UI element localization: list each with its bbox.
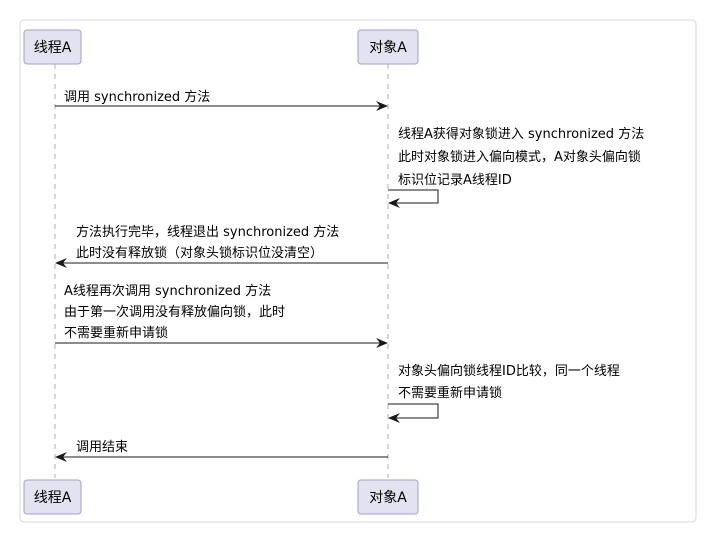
message-4-line-1: A线程再次调用 synchronized 方法 (64, 283, 271, 299)
message-2-line-3: 标识位记录A线程ID (398, 173, 512, 188)
message-3-line-1: 方法执行完毕，线程退出 synchronized 方法 (76, 224, 339, 240)
message-3-line-2: 此时没有释放锁（对象头锁标识位没清空） (76, 245, 323, 261)
participant-object-bottom: 对象A (357, 479, 419, 515)
message-5-line-2: 不需要重新申请锁 (398, 385, 502, 401)
message-call-sync-method: 调用 synchronized 方法 (55, 89, 388, 111)
message-2-line-2: 此时对象锁进入偏向模式，A对象头偏向锁 (398, 149, 641, 165)
message-5-line-1: 对象头偏向锁线程ID比较，同一个线程 (398, 363, 620, 379)
arrow-head (376, 338, 388, 348)
message-2-line-1: 线程A获得对象锁进入 synchronized 方法 (398, 126, 644, 142)
message-6-line-1: 调用结束 (76, 440, 128, 455)
message-1-line-1: 调用 synchronized 方法 (64, 89, 210, 105)
message-acquire-biased-lock: 线程A获得对象锁进入 synchronized 方法 此时对象锁进入偏向模式，A… (388, 126, 644, 208)
participant-thread-bottom-label: 线程A (34, 490, 72, 506)
arrow-head (55, 452, 67, 462)
participant-thread-top: 线程A (23, 29, 82, 65)
message-4-line-3: 不需要重新申请锁 (64, 325, 168, 341)
participant-thread-top-label: 线程A (34, 40, 72, 56)
message-4-line-2: 由于第一次调用没有释放偏向锁，此时 (64, 304, 285, 320)
message-call-again: A线程再次调用 synchronized 方法 由于第一次调用没有释放偏向锁，此… (55, 283, 388, 348)
arrow-head (388, 413, 400, 423)
message-compare-thread-id: 对象头偏向锁线程ID比较，同一个线程 不需要重新申请锁 (388, 363, 620, 423)
arrow-head (376, 101, 388, 111)
participant-object-bottom-label: 对象A (369, 490, 407, 506)
participant-thread-bottom: 线程A (23, 479, 82, 515)
arrow-head (55, 258, 67, 268)
arrow-head (388, 198, 400, 208)
message-method-finished: 方法执行完毕，线程退出 synchronized 方法 此时没有释放锁（对象头锁… (55, 224, 388, 268)
participant-object-top-label: 对象A (369, 40, 407, 56)
participant-object-top: 对象A (357, 29, 419, 65)
diagram-frame (19, 19, 697, 523)
message-call-end: 调用结束 (55, 440, 388, 462)
